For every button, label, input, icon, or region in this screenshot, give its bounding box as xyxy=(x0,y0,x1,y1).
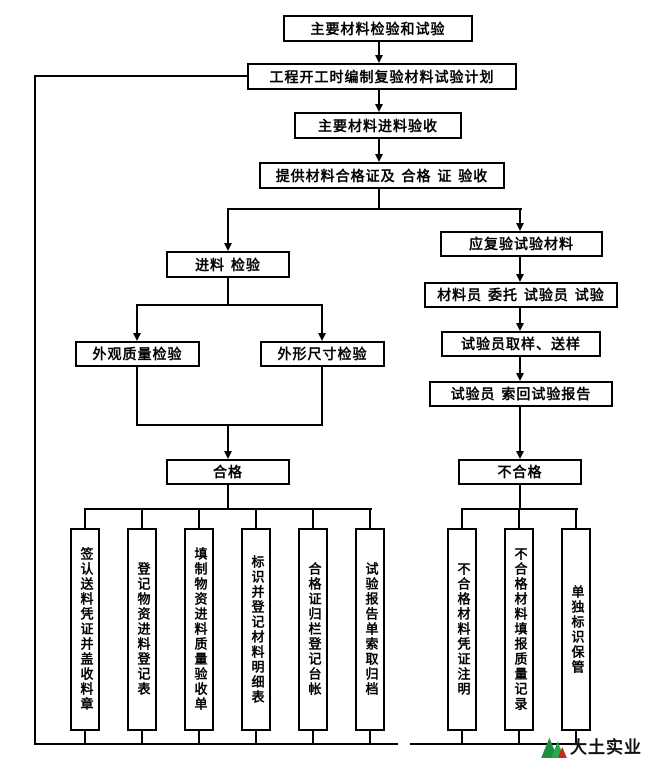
node-fill-quality-acceptance-form: 填制物资进料质量验收单 xyxy=(184,528,214,731)
node-incoming-acceptance: 主要材料进料验收 xyxy=(294,112,462,139)
node-label: 标识并登记材料明细表 xyxy=(248,554,264,705)
arrow-down-icon xyxy=(516,274,524,282)
node-label: 不合格材料凭证注明 xyxy=(454,562,470,697)
node-separate-mark-storage: 单独标识保管 xyxy=(561,528,591,731)
connector-line xyxy=(575,730,577,745)
node-unqualified-voucher-note: 不合格材料凭证注明 xyxy=(447,528,477,731)
arrow-down-icon xyxy=(318,333,326,341)
logo-icon xyxy=(541,737,567,758)
connector-line xyxy=(378,139,380,154)
connector-line xyxy=(136,304,323,306)
node-main-material-test: 主要材料检验和试验 xyxy=(283,15,473,42)
connector-line xyxy=(227,278,229,305)
connector-line xyxy=(84,508,372,510)
connector-line xyxy=(519,308,521,323)
connector-line xyxy=(312,509,314,528)
connector-line xyxy=(136,305,138,333)
arrow-down-icon xyxy=(375,154,383,162)
connector-line xyxy=(519,257,521,274)
connector-line xyxy=(84,730,86,745)
node-label: 不合格材料填报质量记录 xyxy=(511,547,527,712)
company-logo: 大土实业 xyxy=(541,733,642,758)
connector-line xyxy=(34,75,36,745)
node-unqualified-quality-record: 不合格材料填报质量记录 xyxy=(504,528,534,731)
connector-line xyxy=(378,90,380,104)
connector-line xyxy=(198,730,200,745)
connector-line xyxy=(519,357,521,373)
node-certificate-ledger: 合格证归栏登记台帐 xyxy=(298,528,328,731)
node-retest-materials: 应复验试验材料 xyxy=(440,231,603,257)
connector-line xyxy=(410,743,577,745)
arrow-down-icon xyxy=(224,243,232,251)
node-incoming-inspection: 进料 检验 xyxy=(166,251,290,278)
connector-line xyxy=(255,509,257,528)
node-label: 试验报告单索取归档 xyxy=(362,562,378,697)
connector-line xyxy=(312,730,314,745)
connector-line xyxy=(321,305,323,333)
node-entrust-test: 材料员 委托 试验员 试验 xyxy=(424,282,618,308)
node-label: 登记物资进料登记表 xyxy=(134,562,150,697)
node-mark-register-detail-list: 标识并登记材料明细表 xyxy=(241,528,271,731)
connector-line xyxy=(227,208,522,210)
arrow-down-icon xyxy=(375,104,383,112)
connector-line xyxy=(518,509,520,528)
connector-line xyxy=(461,509,463,528)
connector-line xyxy=(141,730,143,745)
node-label: 填制物资进料质量验收单 xyxy=(191,547,207,712)
node-certificate-check: 提供材料合格证及 合格 证 验收 xyxy=(259,162,505,189)
connector-line xyxy=(198,509,200,528)
connector-line xyxy=(519,209,521,223)
node-sign-voucher-stamp: 签认送料凭证并盖收料章 xyxy=(70,528,100,731)
node-retrieve-report: 试验员 索回试验报告 xyxy=(429,381,613,407)
connector-line xyxy=(141,509,143,528)
node-unqualified: 不合格 xyxy=(458,459,582,485)
connector-line xyxy=(369,509,371,528)
node-register-incoming-form: 登记物资进料登记表 xyxy=(127,528,157,731)
connector-line xyxy=(378,42,380,55)
node-sampling: 试验员取样、送样 xyxy=(441,331,601,357)
node-label: 单独标识保管 xyxy=(568,584,584,675)
arrow-down-icon xyxy=(133,333,141,341)
arrow-down-icon xyxy=(224,451,232,459)
connector-line xyxy=(378,189,380,210)
arrow-down-icon xyxy=(516,451,524,459)
connector-line xyxy=(34,743,398,745)
logo-text: 大土实业 xyxy=(570,738,642,758)
connector-line xyxy=(136,424,323,426)
node-test-report-archive: 试验报告单索取归档 xyxy=(355,528,385,731)
node-appearance-check: 外观质量检验 xyxy=(75,341,200,367)
node-label: 签认送料凭证并盖收料章 xyxy=(77,547,93,712)
connector-line xyxy=(227,425,229,451)
connector-line xyxy=(461,730,463,745)
arrow-down-icon xyxy=(375,55,383,63)
connector-line xyxy=(136,367,138,425)
connector-line xyxy=(321,367,323,425)
connector-line xyxy=(227,485,229,510)
connector-line xyxy=(227,209,229,243)
connector-line xyxy=(255,730,257,745)
node-label: 合格证归栏登记台帐 xyxy=(305,562,321,697)
arrow-down-icon xyxy=(516,323,524,331)
connector-line xyxy=(519,485,521,510)
connector-line xyxy=(519,407,521,451)
arrow-down-icon xyxy=(516,223,524,231)
node-dimension-check: 外形尺寸检验 xyxy=(260,341,385,367)
connector-line xyxy=(369,730,371,745)
connector-line xyxy=(575,509,577,528)
node-retest-plan: 工程开工时编制复验材料试验计划 xyxy=(247,63,517,90)
connector-line xyxy=(35,75,247,77)
connector-line xyxy=(84,509,86,528)
node-qualified: 合格 xyxy=(166,459,290,485)
connector-line xyxy=(518,730,520,745)
arrow-down-icon xyxy=(516,373,524,381)
